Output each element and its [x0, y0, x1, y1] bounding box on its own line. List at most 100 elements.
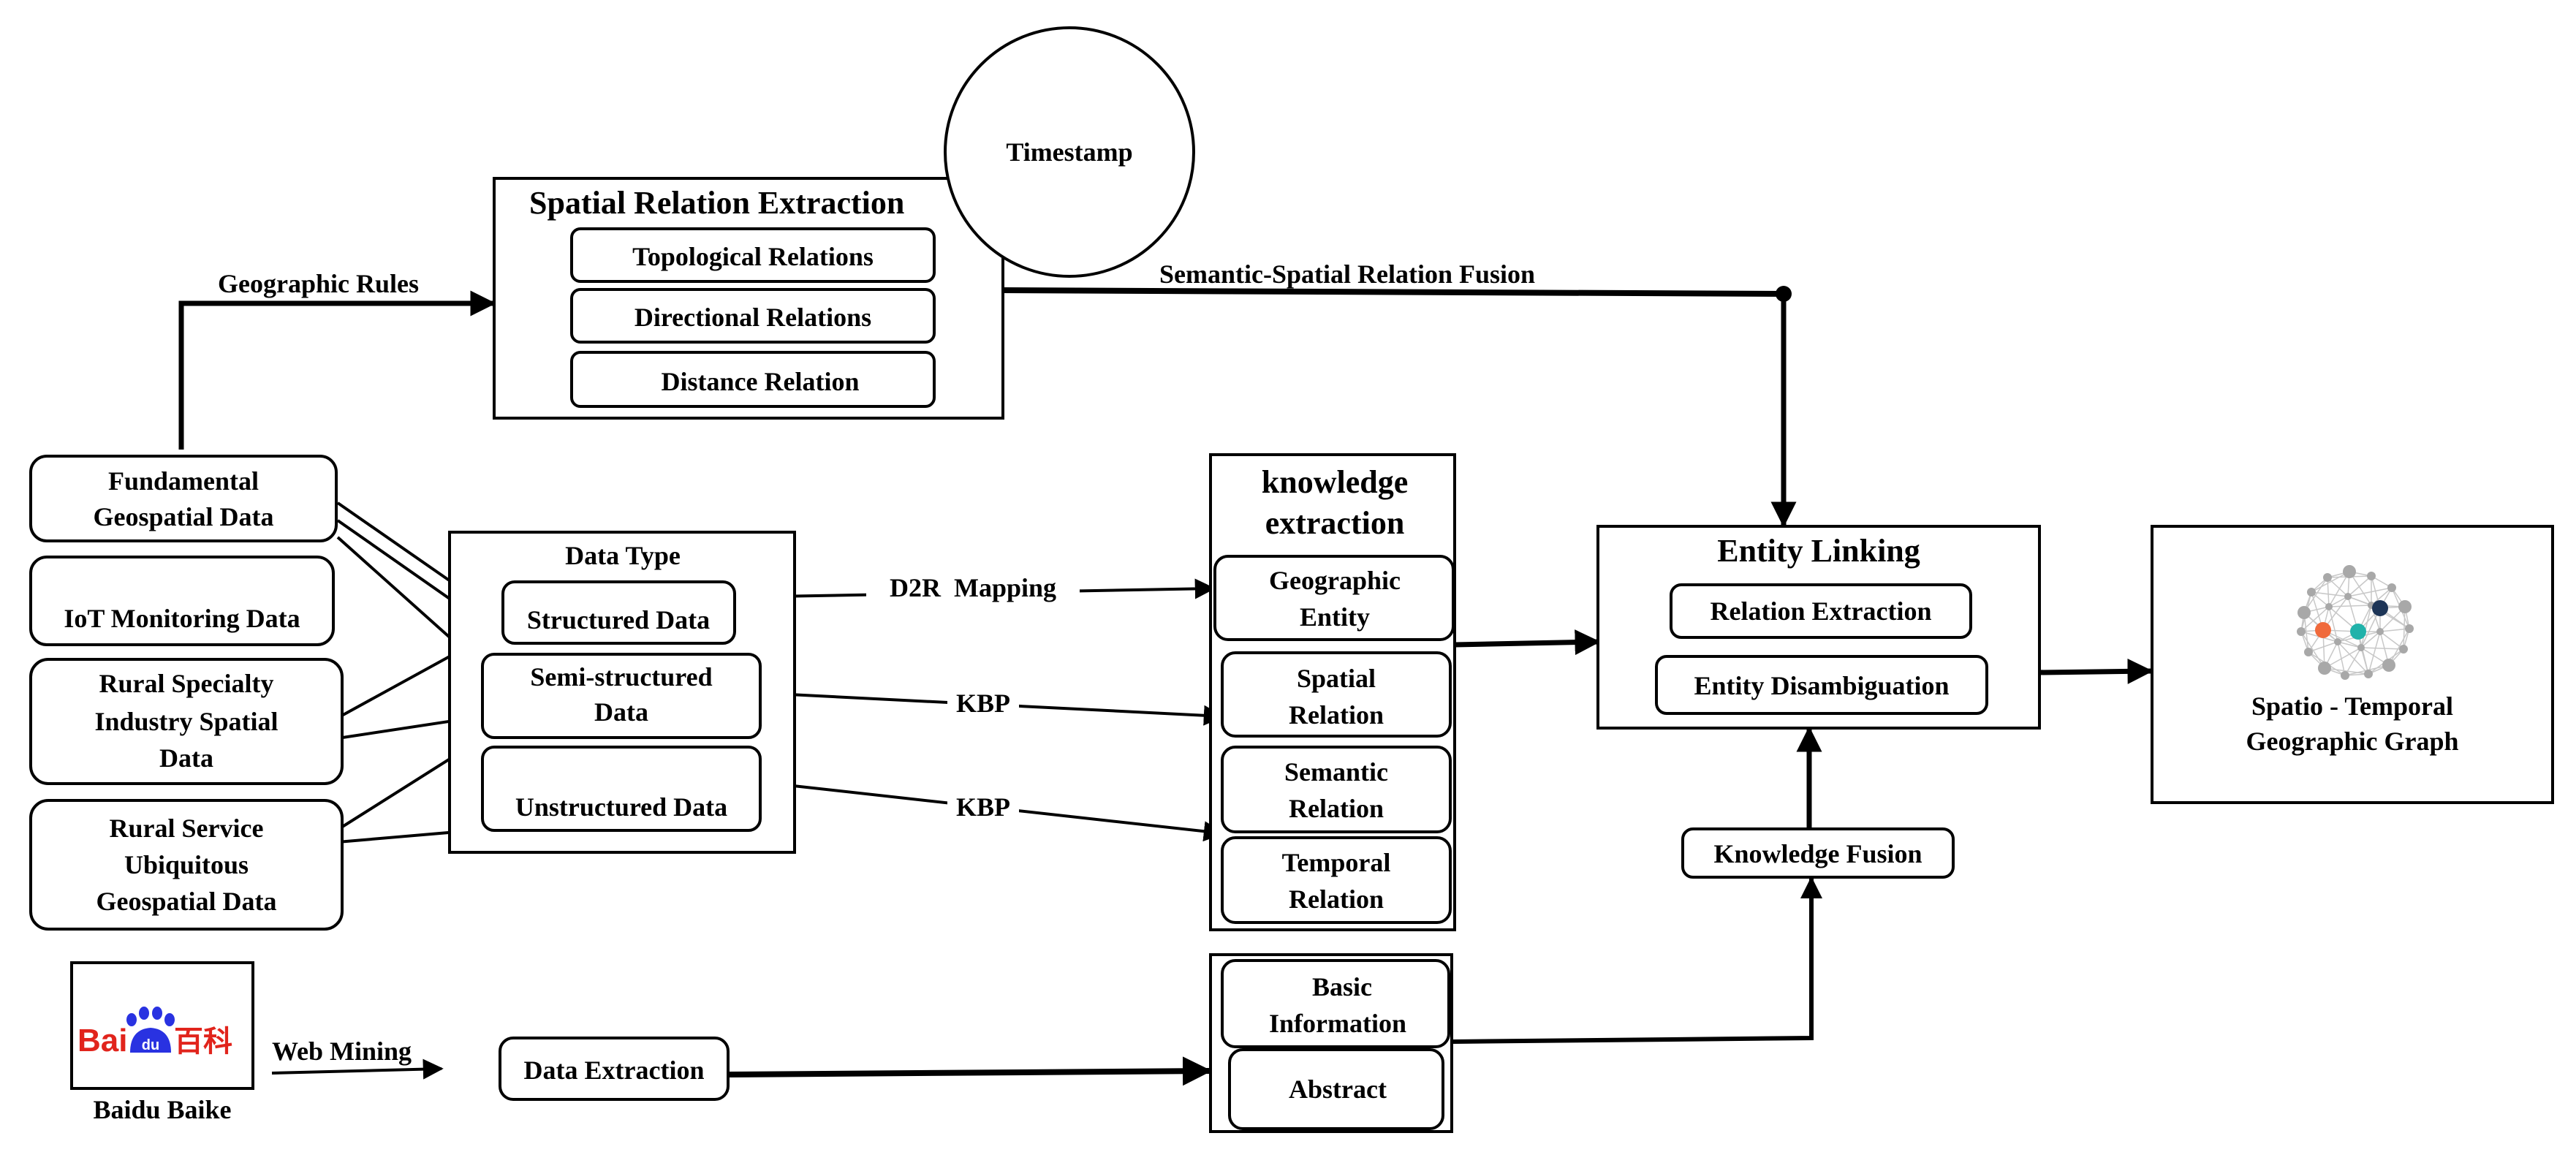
- knowledge-extraction-title-1: knowledge: [1262, 464, 1408, 500]
- baidu-logo-box: [70, 961, 254, 1090]
- unstructured-data-box: [481, 746, 762, 832]
- graph-icon-edge: [2379, 628, 2410, 632]
- kbp-label-1: KBP: [956, 689, 1010, 718]
- graph-icon-node: [2334, 638, 2341, 645]
- graph-icon-edge: [2324, 647, 2362, 669]
- graph-icon-edge: [2327, 577, 2349, 597]
- graph-icon-edge: [2347, 587, 2393, 597]
- baidu-logo-baike: 百科: [174, 1025, 232, 1058]
- graph-icon-edge: [2324, 667, 2369, 675]
- data-sources: Fundamental Geospatial Data IoT Monitori…: [29, 455, 344, 931]
- fusion-line: [1001, 287, 1784, 297]
- semi-structured-data-box: [481, 653, 762, 739]
- graph-icon-edge: [2300, 631, 2325, 669]
- directional-relations-label: Directional Relations: [634, 303, 871, 332]
- data-extraction-box: [499, 1037, 730, 1101]
- data-extraction: Data Extraction: [499, 1037, 730, 1101]
- graph-icon-edge: [2344, 647, 2362, 676]
- timestamp: Timestamp: [944, 26, 1195, 278]
- fundamental-geospatial-box: [29, 455, 338, 542]
- graph-icon-node: [2376, 628, 2384, 635]
- entity-disambiguation-label: Entity Disambiguation: [1694, 671, 1949, 700]
- graph-icon-node: [2344, 593, 2352, 600]
- temporal-relation-box: [1221, 836, 1452, 924]
- rural-service-box: [29, 799, 344, 931]
- geographic-entity-line-1: Geographic: [1269, 566, 1401, 595]
- data-extraction-arrow: [727, 1056, 1212, 1086]
- data-type-title: Data Type: [565, 541, 681, 570]
- graph-icon-edge: [2368, 631, 2381, 675]
- directional-relations-box: [570, 288, 936, 344]
- graph-icon-node: [2399, 645, 2408, 654]
- temporal-relation-line-1: Temporal: [1282, 848, 1391, 877]
- iot-monitoring-box: [29, 556, 335, 646]
- network-graph-icon: [2297, 565, 2414, 680]
- graph-output-line-1: Spatio - Temporal: [2251, 692, 2453, 721]
- graph-icon-edge: [2337, 641, 2362, 648]
- baidu-logo: Bai du 百科: [77, 1007, 232, 1058]
- fundamental-line-1: Fundamental: [108, 466, 259, 496]
- graph-icon-edge: [2349, 571, 2372, 606]
- graph-icon-node: [2297, 606, 2311, 619]
- graph-icon-node: [2315, 622, 2331, 638]
- rural-specialty-line-1: Rural Specialty: [99, 669, 274, 698]
- rural-service-line-3: Geospatial Data: [96, 887, 277, 916]
- graph-icon-node: [2350, 624, 2366, 640]
- graph-icon-edge: [2328, 571, 2350, 607]
- graph-icon-node: [2323, 573, 2332, 582]
- geographic-entity-box: [1213, 555, 1455, 641]
- semi-structured-line-2: Data: [594, 697, 648, 727]
- rural-specialty-line-3: Data: [159, 743, 213, 773]
- baidu-baike-caption: Baidu Baike: [93, 1095, 231, 1124]
- graph-icon-edge: [2327, 577, 2330, 607]
- abstract-label: Abstract: [1289, 1075, 1387, 1104]
- graph-icon-node: [2297, 627, 2306, 636]
- edge-labels: Geographic Rules Semantic-Spatial Relati…: [218, 260, 1535, 1066]
- semi-structured-line-1: Semi-structured: [530, 662, 712, 692]
- ke-to-el-arrow: [1454, 629, 1601, 656]
- timestamp-label: Timestamp: [1006, 137, 1132, 167]
- entity-linking: Entity Linking Relation Extraction Entit…: [1596, 525, 2041, 730]
- iot-monitoring-label: IoT Monitoring Data: [64, 604, 300, 633]
- distance-relation-box: [570, 351, 936, 408]
- spatial-relation-title: Spatial Relation Extraction: [529, 185, 904, 221]
- semantic-spatial-fusion-label: Semantic-Spatial Relation Fusion: [1159, 260, 1535, 289]
- geographic-entity-line-2: Entity: [1300, 602, 1370, 632]
- temporal-relation-line-2: Relation: [1289, 884, 1384, 914]
- graph-icon-edge: [2360, 647, 2404, 650]
- graph-icon-edge: [2360, 605, 2372, 648]
- graph-icon-edge: [2347, 575, 2372, 597]
- abstract-box: [1228, 1048, 1444, 1130]
- spatial-relation-extraction: Spatial Relation Extraction Topological …: [493, 177, 1004, 420]
- entity-linking-title: Entity Linking: [1717, 533, 1920, 569]
- graph-icon-node: [2398, 600, 2412, 613]
- el-to-graph-arrow: [2039, 658, 2153, 684]
- knowledge-extraction-title-2: extraction: [1265, 505, 1405, 541]
- semantic-relation-line-2: Relation: [1289, 794, 1384, 823]
- graph-icon-node: [2372, 600, 2388, 616]
- baike-output: Basic Information Abstract: [1209, 953, 1453, 1133]
- graph-icon-node: [2318, 662, 2331, 675]
- web-mining-label: Web Mining: [272, 1037, 412, 1066]
- baidu-logo-bai: Bai: [77, 1023, 127, 1058]
- fundamental-line-2: Geospatial Data: [94, 502, 274, 531]
- knowledge-fusion-box: [1681, 827, 1955, 879]
- graph-icon-node: [2304, 648, 2313, 656]
- graph-icon-node: [2341, 671, 2349, 680]
- graph-icon-node: [2343, 565, 2356, 578]
- data-extraction-label: Data Extraction: [524, 1056, 705, 1085]
- knowledge-extraction: knowledge extraction Geographic Entity S…: [1209, 453, 1456, 931]
- knowledge-fusion-label: Knowledge Fusion: [1713, 839, 1922, 868]
- spatial-relation-line-2: Relation: [1289, 700, 1384, 730]
- graph-icon-node: [2387, 583, 2396, 592]
- timestamp-circle: [944, 26, 1195, 278]
- graph-output-line-2: Geographic Graph: [2246, 727, 2458, 756]
- kbp-label-2: KBP: [956, 792, 1010, 822]
- distance-relation-label: Distance Relation: [662, 367, 860, 396]
- graph-icon-edge: [2300, 606, 2330, 632]
- topological-relations-box: [570, 227, 936, 283]
- graph-output: Spatio - Temporal Geographic Graph: [2151, 525, 2554, 804]
- graph-icon-node: [2307, 588, 2316, 596]
